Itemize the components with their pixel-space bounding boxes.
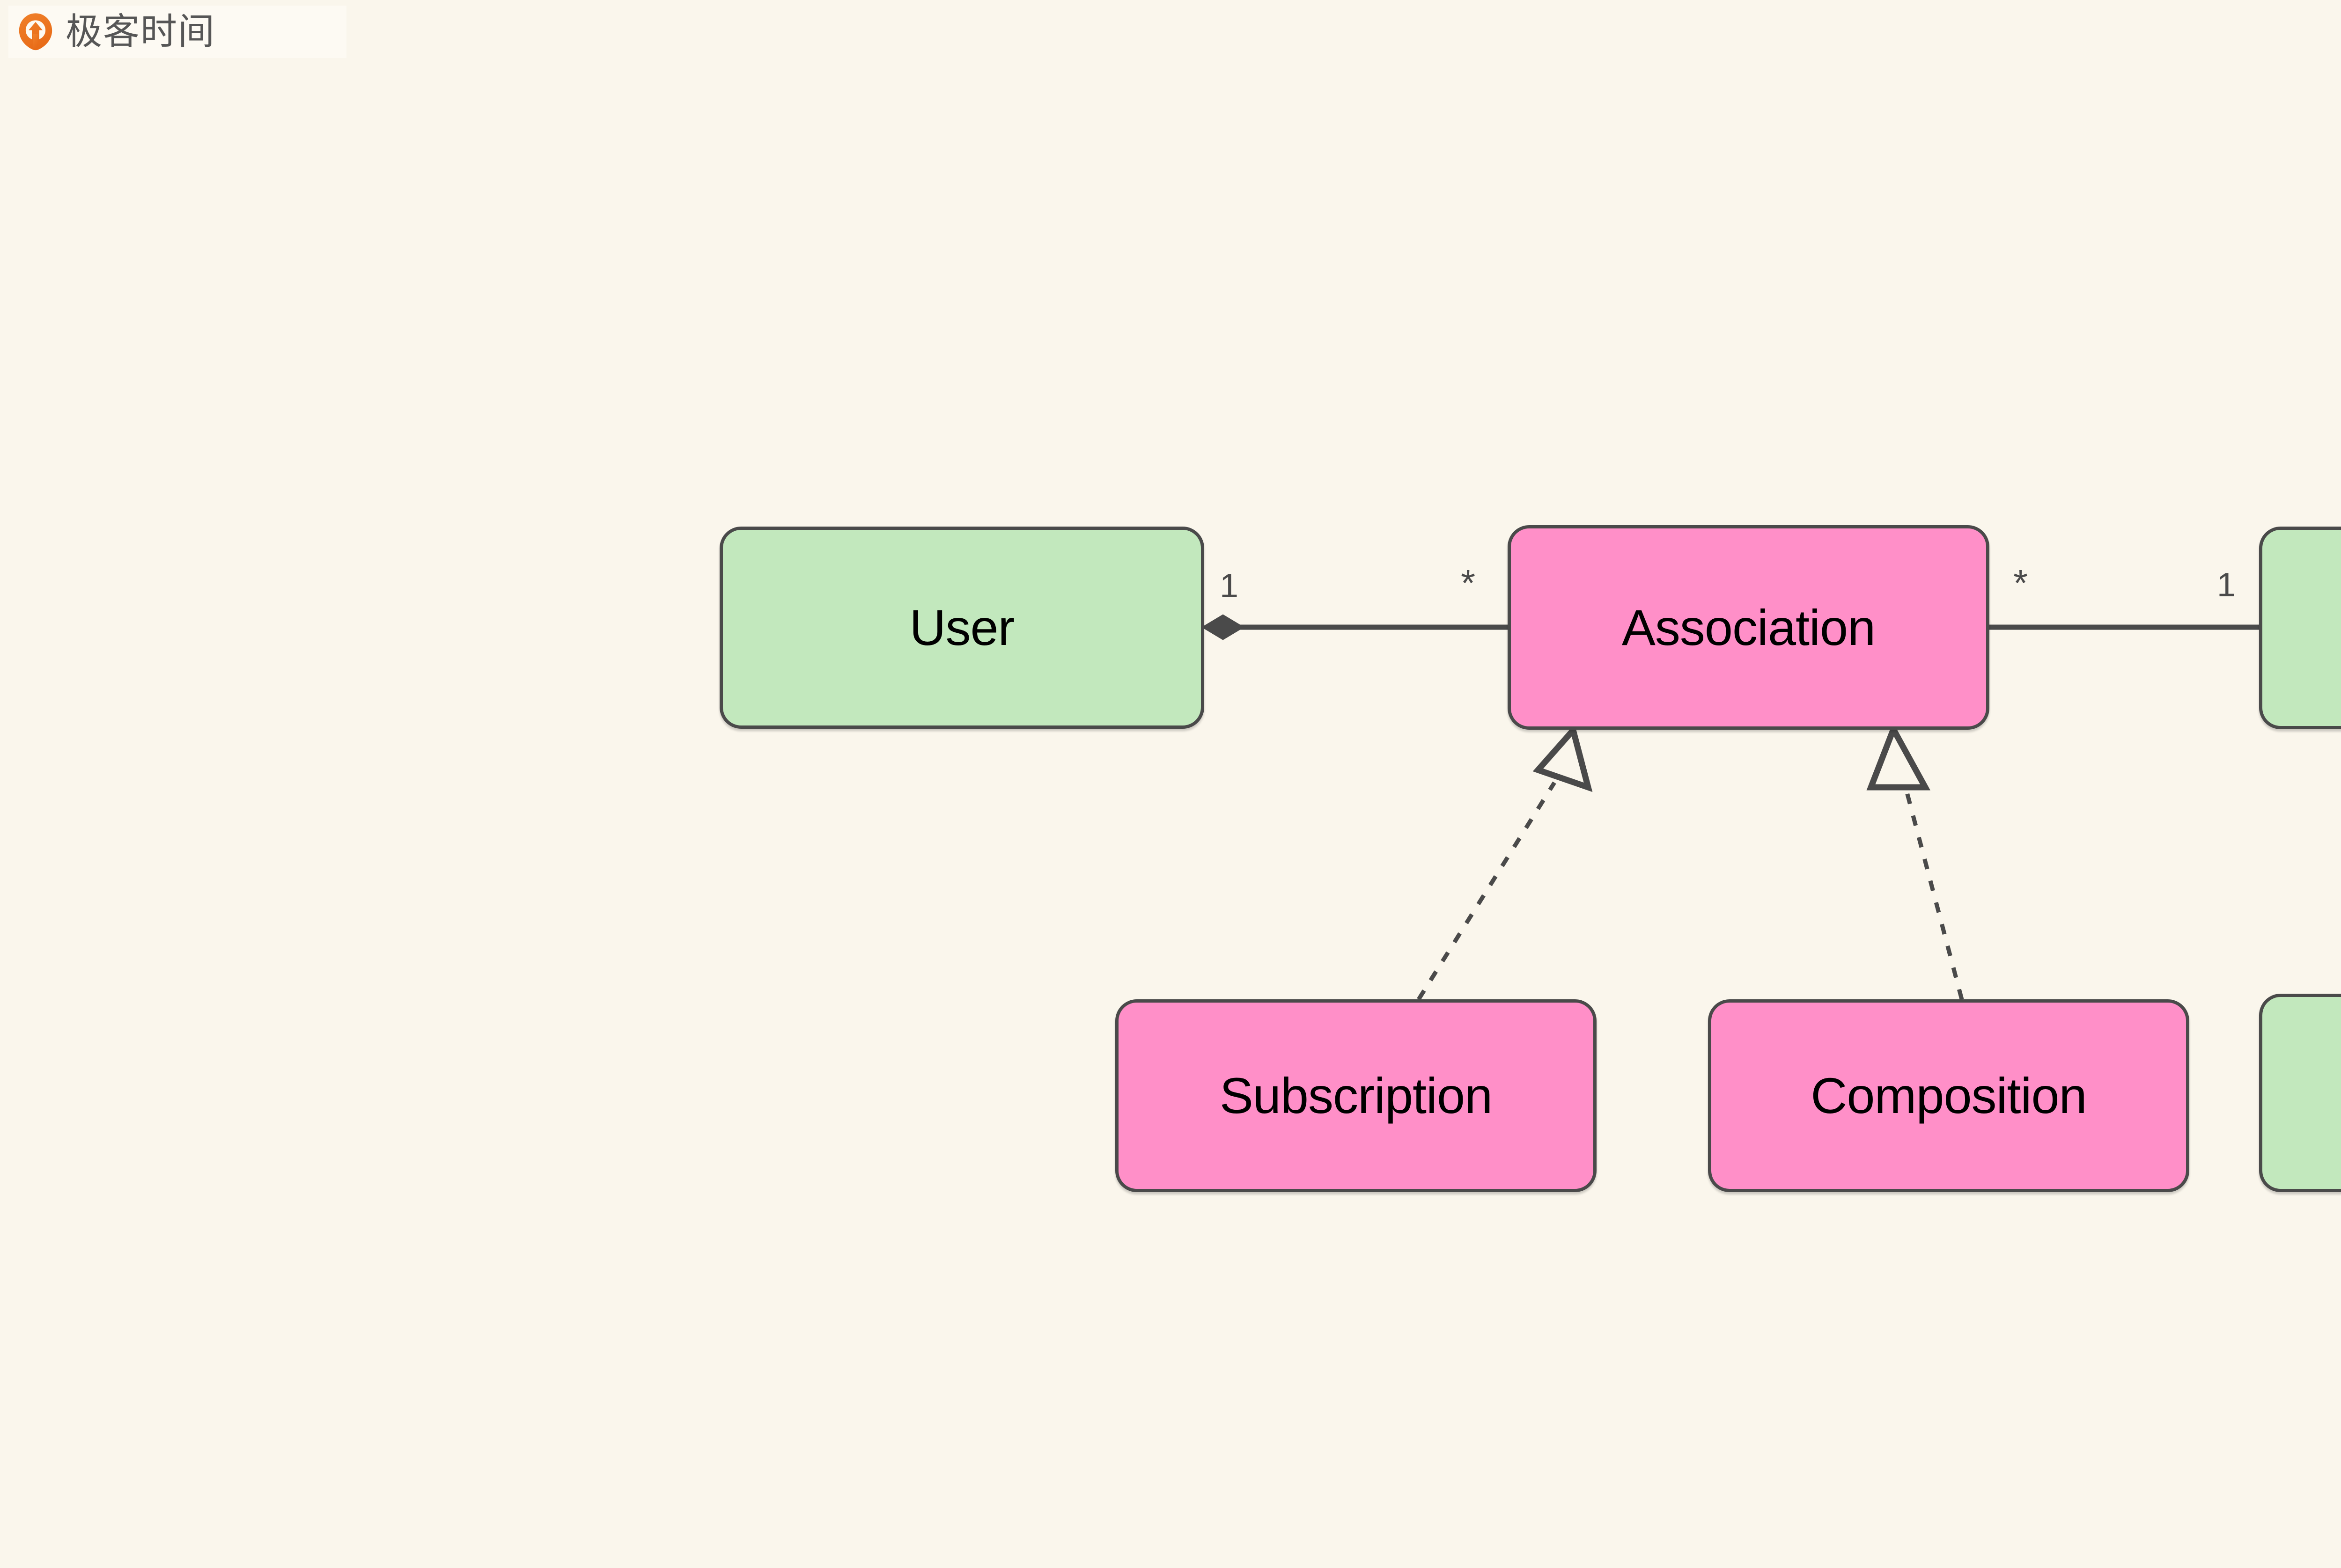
geektime-pin-logo-icon: [19, 13, 52, 51]
multiplicity-column-one: 1: [2217, 566, 2236, 604]
uml-node-composition[interactable]: Composition: [1708, 999, 2189, 1192]
uml-node-label: Composition: [1811, 1067, 2087, 1124]
multiplicity-association-right: *: [2013, 562, 2028, 604]
uml-node-label: Association: [1621, 599, 1876, 656]
filled-diamond-marker: [1201, 614, 1244, 640]
edge-user-association: [1201, 614, 1508, 640]
uml-node-user[interactable]: User: [720, 527, 1204, 729]
multiplicity-association-left: *: [1461, 562, 1476, 604]
uml-node-content[interactable]: Content: [2259, 994, 2341, 1192]
uml-node-label: Subscription: [1219, 1067, 1493, 1124]
edge-subscription-association: [1417, 724, 1593, 1001]
multiplicity-user-one: 1: [1220, 567, 1239, 605]
brand-name: 极客时间: [66, 11, 216, 53]
uml-node-label: User: [909, 599, 1015, 656]
uml-node-subscription[interactable]: Subscription: [1115, 999, 1597, 1192]
edge-composition-association: [1866, 722, 1964, 1000]
uml-node-column[interactable]: Column: [2259, 527, 2341, 729]
hollow-triangle-marker: [1866, 722, 1930, 791]
brand-logo: 极客时间: [8, 6, 346, 58]
uml-node-association[interactable]: Association: [1508, 525, 1989, 730]
hollow-triangle-marker: [1532, 724, 1593, 792]
